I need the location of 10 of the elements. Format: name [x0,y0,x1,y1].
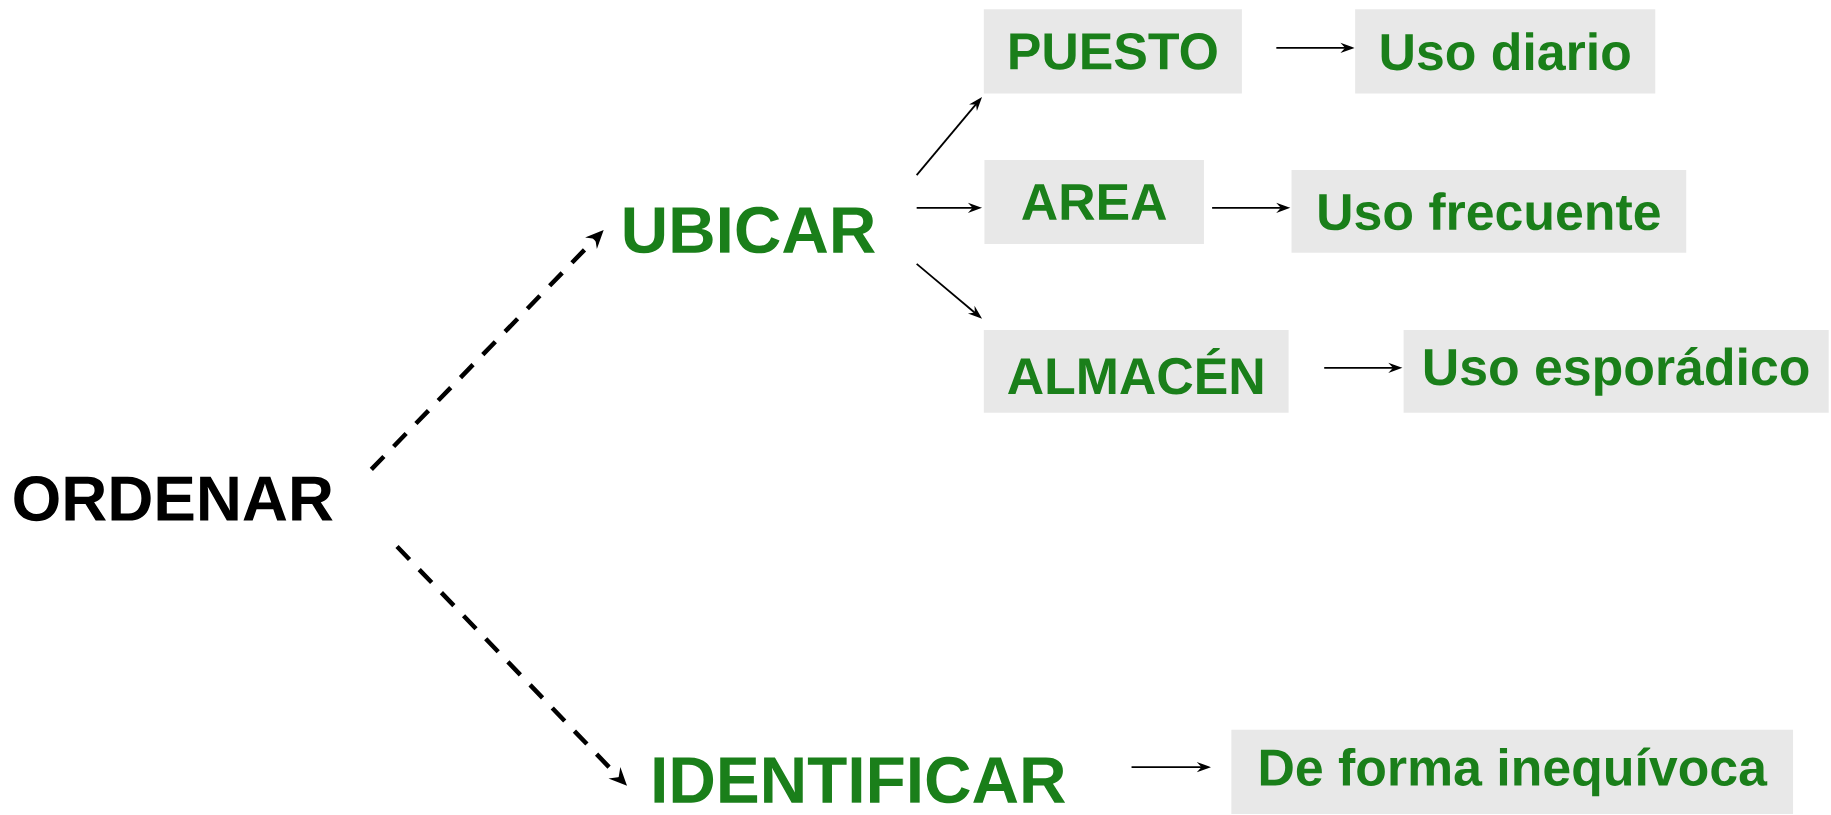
heading-text: ORDENAR [14,476,333,522]
label-box: De forma inequívoca [1231,729,1794,814]
label-box: Uso esporádico [1403,329,1829,413]
label-box: ALMACÉN [983,329,1289,413]
category-text: IDENTIFICAR [654,756,1066,804]
label-box: Uso frecuente [1291,169,1687,253]
label-box: Uso diario [1355,9,1656,94]
label-box: PUESTO [983,9,1242,94]
category-text: UBICAR [624,206,875,254]
label-box: AREA [984,159,1204,245]
